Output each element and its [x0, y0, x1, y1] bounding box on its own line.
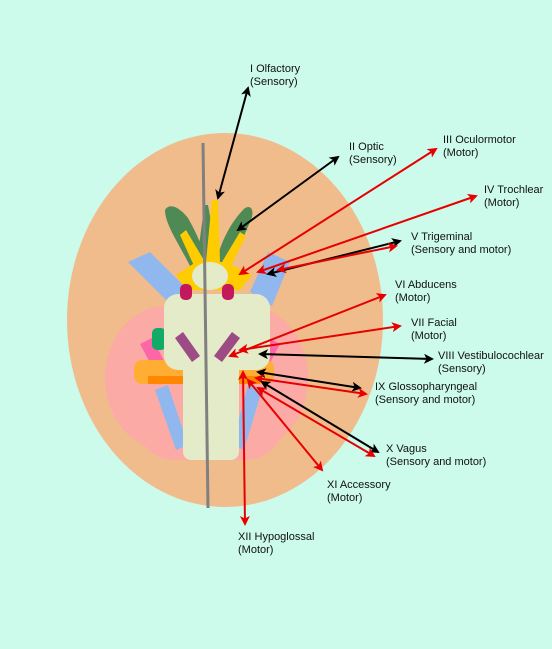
optic-nerve-left: [180, 230, 205, 268]
label-vestibulocochlear: VIII Vestibulocochlear(Sensory): [438, 350, 544, 376]
nerve-type: (Sensory): [349, 154, 397, 166]
hypoglossal-arrow: [238, 370, 250, 526]
nerve-type: (Motor): [238, 544, 274, 556]
nerve-name: IX Glossopharyngeal: [375, 381, 478, 393]
nerve-name: XI Accessory: [327, 479, 391, 491]
nerve-type: (Motor): [443, 147, 479, 159]
nerve-name: VI Abducens: [395, 279, 457, 291]
nerve-type: (Sensory): [250, 76, 298, 88]
label-optic: II Optic(Sensory): [349, 141, 397, 167]
label-glossopharyngeal: IX Glossopharyngeal(Sensory and motor): [375, 381, 477, 407]
accessory-arrow: [246, 378, 324, 472]
nerve-name: VIII Vestibulocochlear: [438, 350, 544, 362]
label-facial: VII Facial(Motor): [411, 317, 457, 343]
nerve-type: (Sensory): [438, 363, 486, 375]
facial-arrow: [238, 322, 402, 354]
pituitary: [192, 262, 228, 290]
medulla: [183, 360, 239, 460]
nerve-name: V Trigeminal: [411, 231, 473, 243]
nerve-name: I Olfactory: [250, 63, 301, 75]
nerve-type: (Motor): [327, 492, 363, 504]
trigeminal-band-left: [128, 252, 190, 306]
mammillary-right: [222, 284, 234, 300]
nerve-type: (Sensory and motor): [386, 456, 487, 468]
nerve-type: (Sensory and motor): [411, 244, 512, 256]
nerve-name: II Optic: [349, 141, 384, 153]
nerve-name: X Vagus: [386, 443, 427, 455]
vestibulocochlear-arrow: [258, 349, 434, 364]
optic-nerve-center: [206, 200, 220, 262]
midline: [201, 142, 210, 509]
vagus-band-left: [155, 385, 188, 450]
nerve-type: (Motor): [395, 292, 431, 304]
trigeminal-arrow-motor: [276, 242, 398, 274]
cerebral-peduncle-left: [175, 332, 200, 362]
label-trigeminal: V Trigeminal(Sensory and motor): [411, 231, 511, 257]
facial-nerve-left: [152, 328, 166, 350]
nerve-name: XII Hypoglossal: [238, 531, 315, 543]
nerve-name: III Oculormotor: [443, 134, 516, 146]
label-accessory: XI Accessory(Motor): [327, 479, 391, 505]
nerve-type: (Motor): [484, 197, 520, 209]
label-hypoglossal: XII Hypoglossal(Motor): [238, 531, 314, 557]
nerve-name: IV Trochlear: [484, 184, 544, 196]
label-abducens: VI Abducens(Motor): [395, 279, 457, 305]
label-trochlear: IV Trochlear(Motor): [484, 184, 543, 210]
label-olfactory: I Olfactory(Sensory): [250, 63, 300, 89]
label-oculomotor: III Oculormotor(Motor): [443, 134, 516, 160]
label-vagus: X Vagus(Sensory and motor): [386, 443, 486, 469]
arrow-layer: [215, 86, 478, 526]
nerve-type: (Sensory and motor): [375, 394, 476, 406]
brainstem: [164, 294, 270, 370]
nerve-type: (Motor): [411, 330, 447, 342]
mammillary-left: [180, 284, 192, 300]
olfactory-arrow: [215, 86, 251, 200]
nerve-name: VII Facial: [411, 317, 457, 329]
